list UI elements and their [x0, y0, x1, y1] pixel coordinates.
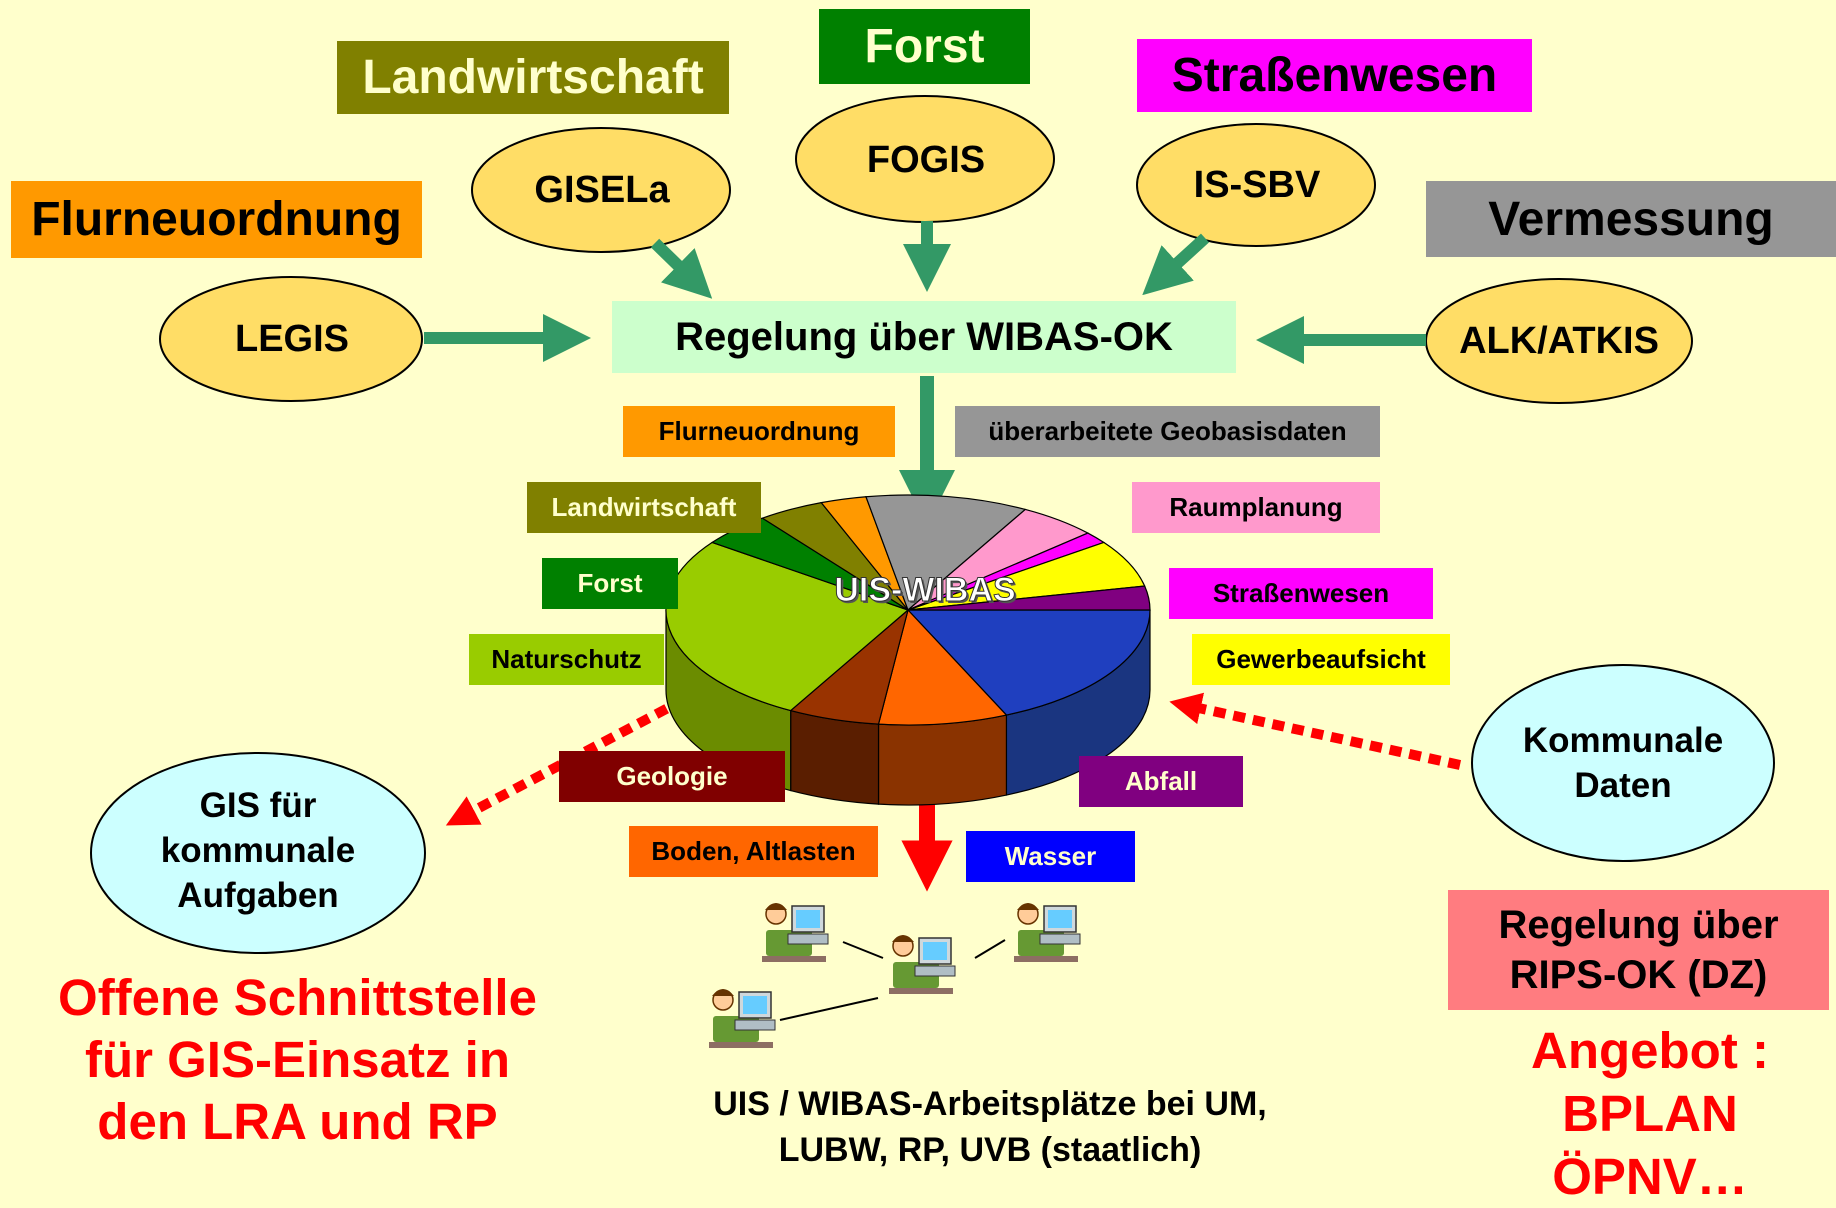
workstation-icon	[1014, 903, 1081, 962]
angebot-line: BPLAN	[1562, 1085, 1738, 1142]
pie-slice-wasser	[906, 609, 1151, 716]
slice-label-raumplanung: Raumplanung	[1132, 482, 1380, 533]
pie-slice-boden	[877, 608, 1008, 726]
label-vermessung: Vermessung	[1426, 181, 1836, 257]
offene-schnittstelle-line: Offene Schnittstelle	[58, 969, 537, 1026]
gis-kommunal-line: Aufgaben	[177, 876, 339, 915]
network-link	[779, 997, 879, 1021]
slice-label-naturschutz: Naturschutz	[469, 634, 664, 685]
label-forst: Forst	[819, 9, 1030, 84]
legis-ellipse	[159, 276, 423, 402]
system-alk-atkis: ALK/ATKIS	[1459, 319, 1659, 362]
system-fogis: FOGIS	[866, 138, 986, 181]
label-landwirtschaft: Landwirtschaft	[337, 41, 729, 114]
slice-label-flurneuordnung: Flurneuordnung	[623, 406, 895, 457]
pie-slice-abfall	[907, 585, 1151, 611]
system-legis: LEGIS	[234, 317, 350, 360]
workstation-icon	[889, 935, 956, 994]
angebot-text: Angebot : BPLAN ÖPNV…	[1470, 1019, 1830, 1208]
rips-ok-box: Regelung über RIPS-OK (DZ)	[1448, 890, 1829, 1010]
arbeitsplaetze-line: UIS / WIBAS-Arbeitsplätze bei UM,	[713, 1085, 1267, 1123]
kommunale-daten-line: Kommunale	[1522, 721, 1724, 760]
kommunale-daten-line: Daten	[1574, 766, 1672, 805]
offene-schnittstelle-text: Offene Schnittstelle für GIS-Einsatz in …	[30, 967, 565, 1154]
network-link	[842, 941, 884, 959]
label-flurneuordnung: Flurneuordnung	[11, 181, 422, 258]
gis-kommunal-line: kommunale	[160, 831, 356, 870]
angebot-line: ÖPNV…	[1552, 1148, 1748, 1205]
gisela-ellipse	[471, 127, 731, 253]
arbeitsplaetze-line: LUBW, RP, UVB (staatlich)	[778, 1131, 1202, 1169]
workstation-icon	[762, 903, 829, 962]
network-link	[974, 939, 1006, 959]
kommunale-daten-ellipse	[1471, 664, 1775, 862]
arrow-is-sbv	[1142, 233, 1210, 296]
is-sbv-ellipse	[1136, 123, 1376, 247]
center-regelung-wibas-ok: Regelung über WIBAS-OK	[612, 301, 1236, 373]
kommunale-daten-text: Kommunale Daten	[1483, 718, 1763, 808]
slice-label-geologie: Geologie	[559, 751, 785, 802]
arrow-gisela	[650, 238, 713, 299]
offene-schnittstelle-line: für GIS-Einsatz in	[84, 1031, 511, 1089]
pie-slice-naturschutz	[665, 541, 910, 712]
uis-wibas-pie-chart	[665, 494, 1151, 806]
gis-kommunal-line: GIS für	[199, 786, 317, 825]
rips-ok-line: Regelung über	[1498, 903, 1779, 947]
rips-ok-line: RIPS-OK (DZ)	[1509, 953, 1768, 997]
pie-slice-geobasisdaten	[865, 494, 1027, 612]
slice-label-strassenwesen: Straßenwesen	[1169, 568, 1433, 619]
pie-side-geologie	[790, 709, 880, 805]
slice-label-forst: Forst	[542, 558, 678, 609]
slice-label-geobasisdaten: überarbeitete Geobasisdaten	[955, 406, 1380, 457]
slice-label-boden-altlasten: Boden, Altlasten	[629, 826, 878, 877]
arrow-to-gis-kommunal	[445, 685, 705, 826]
label-strassenwesen: Straßenwesen	[1137, 39, 1532, 112]
arbeitsplaetze-caption: UIS / WIBAS-Arbeitsplätze bei UM, LUBW, …	[640, 1081, 1340, 1173]
slice-label-abfall: Abfall	[1079, 756, 1243, 807]
angebot-line: Angebot :	[1531, 1022, 1769, 1079]
pie-title: UIS-WIBAS	[834, 570, 1016, 609]
arrow-from-kommunale-daten	[1169, 692, 1462, 770]
slice-label-landwirtschaft: Landwirtschaft	[527, 482, 761, 533]
gis-kommunal-text: GIS für kommunale Aufgaben	[118, 783, 398, 918]
workstation-icon	[709, 989, 776, 1048]
system-is-sbv: IS-SBV	[1193, 163, 1321, 206]
pie-side-boden	[877, 714, 1008, 806]
gis-kommunal-ellipse	[90, 752, 426, 954]
slice-label-gewerbeaufsicht: Gewerbeaufsicht	[1192, 634, 1450, 685]
offene-schnittstelle-line: den LRA und RP	[97, 1093, 498, 1151]
system-gisela: GISELa	[534, 168, 670, 211]
slice-label-wasser: Wasser	[966, 831, 1135, 882]
